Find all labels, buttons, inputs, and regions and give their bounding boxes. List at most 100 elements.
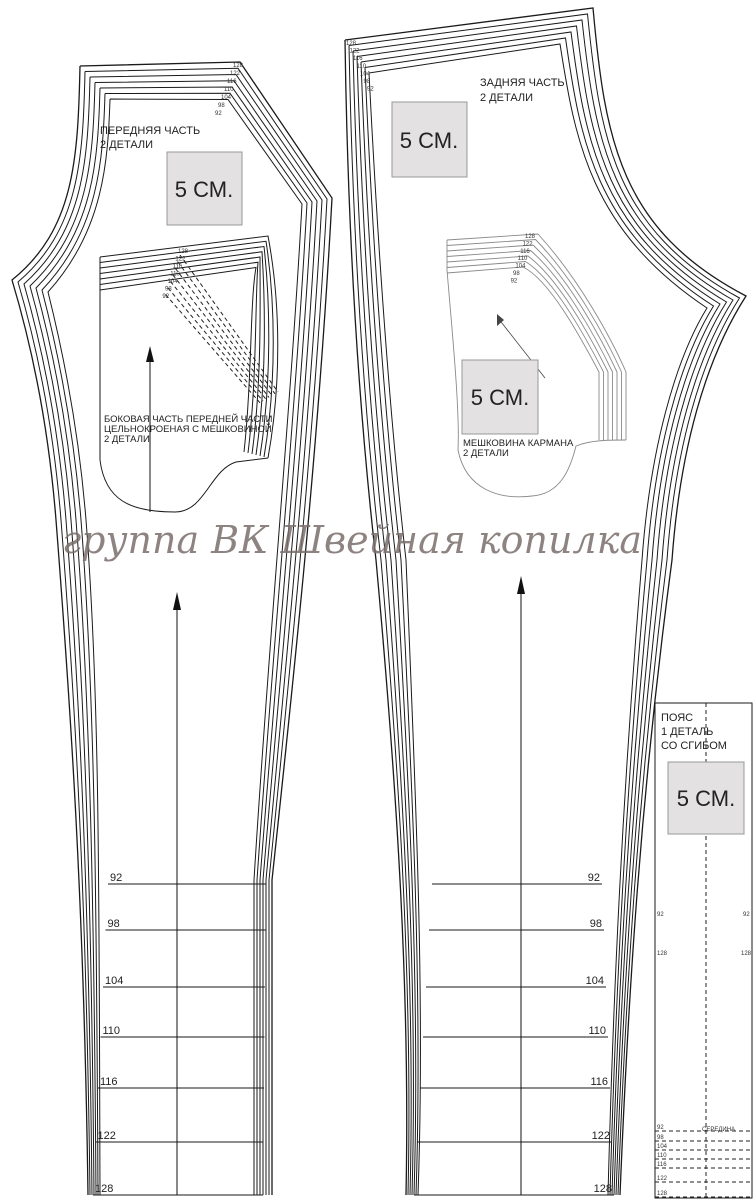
pocket-size-116: 116	[520, 249, 530, 255]
back-top-size-122: 122	[350, 49, 361, 55]
pocket-outline-122	[446, 239, 622, 440]
side-outline-92	[99, 266, 257, 453]
side-dash-110	[172, 274, 270, 398]
side-outline-116	[99, 245, 270, 457]
side-dash-104	[170, 281, 267, 400]
front-outline-128	[11, 61, 333, 1196]
side-dash-92	[165, 294, 261, 404]
side-title: БОКОВАЯ ЧАСТЬ ПЕРЕДНЕЙ ЧАСТИ	[104, 413, 273, 425]
side-outline-110	[99, 251, 265, 456]
waistband-scale-label: 5 СМ.	[677, 786, 735, 811]
pocket-size-outlines	[446, 233, 627, 498]
waistband-piece: ПОЯС 1 ДЕТАЛЬ СО СГИБОМ 5 СМ. 92 128 92 …	[654, 702, 753, 1199]
back-outline-98	[364, 37, 715, 1196]
pocket-bag-outline	[446, 240, 627, 498]
waistband-bottom-size-128: 128	[657, 1191, 668, 1197]
front-top-size-128: 128	[233, 63, 244, 69]
back-title: ЗАДНЯЯ ЧАСТЬ	[480, 77, 565, 89]
pocket-outline-116	[446, 244, 618, 440]
pocket-size-98: 98	[513, 271, 520, 277]
pocket-size-122: 122	[523, 241, 534, 247]
waistband-bottom-size-122: 122	[657, 1176, 668, 1182]
back-outline-122	[348, 13, 741, 1196]
side-dash-128	[179, 254, 279, 393]
front-top-size-104: 104	[221, 95, 232, 101]
front-count: 2 ДЕТАЛИ	[100, 139, 153, 151]
back-top-size-98: 98	[364, 79, 371, 85]
waistband-bottom-size-92: 92	[657, 1125, 664, 1131]
side-dash-116	[174, 267, 273, 396]
front-grain-arrow-icon	[173, 592, 181, 610]
waistband-scale-box	[667, 761, 745, 835]
waistband-fold-label: СЕРЕДИНА	[702, 1127, 735, 1133]
side-dash-98	[167, 287, 264, 402]
back-outline-110	[356, 25, 728, 1196]
front-top-size-110: 110	[224, 87, 234, 93]
pocket-scale-box	[461, 359, 539, 435]
front-hem-size-98: 98	[108, 918, 120, 930]
side-grain-arrow-icon	[146, 346, 154, 362]
front-hem-size-110: 110	[103, 1025, 121, 1037]
back-top-size-92: 92	[367, 87, 374, 93]
front-outline-98	[41, 92, 308, 1196]
back-hem-size-110: 110	[588, 1025, 606, 1037]
waistband-fold-note: СО СГИБОМ	[661, 740, 727, 752]
waistband-count: 1 ДЕТАЛЬ	[661, 726, 713, 738]
back-outline-128	[344, 7, 747, 1196]
front-top-size-116: 116	[227, 79, 237, 85]
front-scale-box	[166, 151, 243, 226]
side-outline-122	[99, 240, 274, 458]
back-grain-arrow-icon	[517, 576, 525, 594]
back-top-size-116: 116	[353, 56, 363, 62]
front-outline-116	[23, 73, 323, 1196]
front-outline-104	[35, 86, 313, 1196]
pocket-size-128: 128	[525, 234, 536, 240]
watermark: группа ВК Швейная копилка	[62, 518, 642, 562]
side-size-92: 92	[162, 294, 169, 300]
side-outline-98	[99, 261, 259, 454]
front-outline-92	[47, 98, 303, 1196]
pocket-title: МЕШКОВИНА КАРМАНА	[463, 438, 574, 449]
waistband-outline	[654, 702, 753, 1199]
front-hem-size-128: 128	[95, 1183, 113, 1195]
waistband-bottom-size-98: 98	[657, 1135, 664, 1141]
back-top-size-128: 128	[346, 41, 357, 47]
back-hem-size-116: 116	[590, 1076, 608, 1088]
front-scale-label: 5 СМ.	[175, 177, 233, 202]
pocket-outline-110	[446, 250, 613, 440]
side-size-122: 122	[175, 257, 186, 263]
front-piece: ПЕРЕДНЯЯ ЧАСТЬ 2 ДЕТАЛИ 5 СМ. 1281221161…	[11, 61, 333, 1196]
side-dash-lines	[165, 254, 279, 404]
side-outline-128	[99, 235, 279, 459]
back-hem-size-92: 92	[588, 872, 600, 884]
back-hem-size-128: 128	[594, 1183, 612, 1195]
front-outline-122	[17, 67, 328, 1196]
front-title: ПЕРЕДНЯЯ ЧАСТЬ	[100, 125, 200, 137]
waistband-title: ПОЯС	[661, 712, 693, 724]
waistband-bottom-size-116: 116	[657, 1162, 667, 1168]
side-size-116: 116	[173, 264, 183, 270]
pocket-size-92: 92	[511, 278, 518, 284]
back-hem-size-98: 98	[590, 918, 602, 930]
waistband-left-size-92: 92	[657, 912, 664, 918]
back-count: 2 ДЕТАЛИ	[480, 92, 533, 104]
front-top-size-98: 98	[218, 103, 225, 109]
side-size-128: 128	[178, 249, 189, 255]
front-hem-size-116: 116	[100, 1076, 118, 1088]
back-scale-box	[391, 101, 468, 178]
side-dash-122	[177, 261, 276, 395]
side-size-outlines	[99, 235, 279, 513]
pocket-size-110: 110	[518, 256, 528, 262]
pocket-scale-label: 5 СМ.	[471, 385, 529, 410]
side-size-98: 98	[165, 287, 172, 293]
back-piece: ЗАДНЯЯ ЧАСТЬ 2 ДЕТАЛИ 5 СМ. 128122116110…	[344, 7, 747, 1196]
